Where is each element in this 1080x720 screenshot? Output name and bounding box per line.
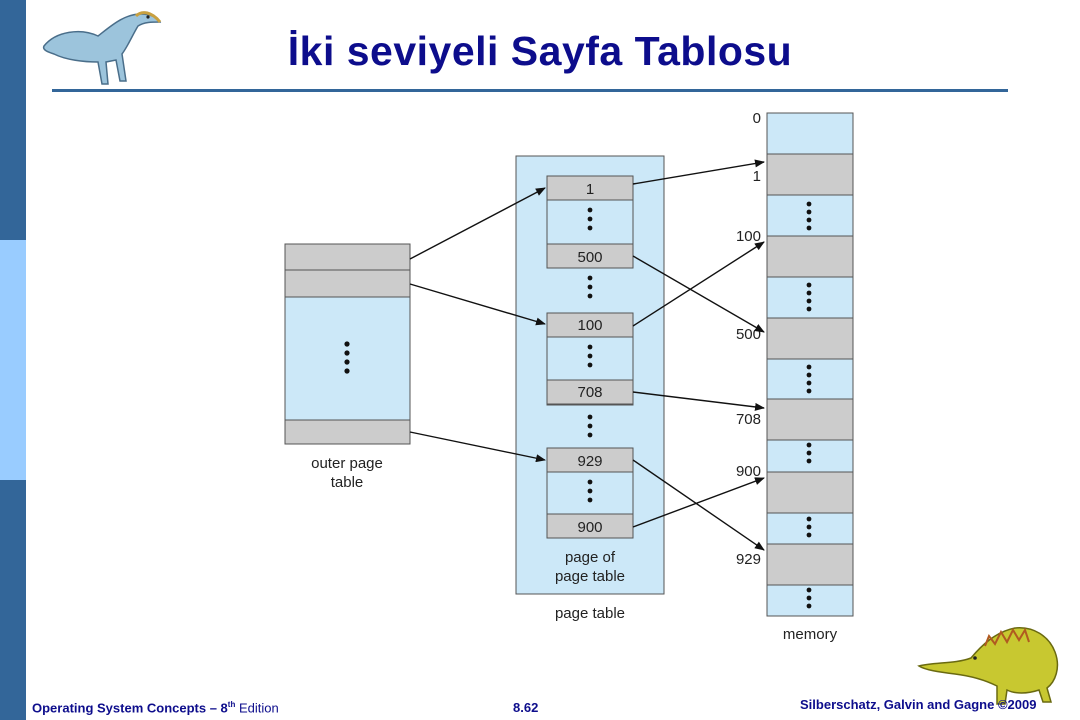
outer-ellipsis [344,341,350,374]
inner-entry-900: 900 [577,519,602,536]
footer-slide-number: 8.62 [513,700,539,715]
arrow-outer-to-page-b [409,283,546,326]
sidebar-light-segment [0,240,26,480]
memory-ellipses [806,201,812,609]
memory-address-100: 100 [736,228,761,245]
inner-page-b: 100 708 [546,312,634,406]
footer-copyright: Silberschatz, Galvin and Gagne ©2009 [800,697,1037,712]
memory-frame-100 [766,235,854,278]
memory-frame-708 [766,398,854,441]
inner-entry-100: 100 [577,317,602,334]
arrow-entry100-to-mem100 [632,241,765,327]
memory-label: memory [783,626,838,643]
memory-address-929: 929 [736,551,761,568]
arrow-outer-to-page-c [409,431,546,463]
outer-entry-last [284,419,411,445]
inner-page-label-line2: page table [555,568,625,585]
arrow-entry500-to-mem500 [632,255,765,333]
memory-address-1: 1 [753,168,761,185]
footer-book-title-tail: Edition [235,700,279,716]
arrow-entry708-to-mem708 [632,391,765,411]
arrow-entry929-to-mem929 [632,459,765,551]
page-table-label: page table [555,605,625,622]
memory-address-900: 900 [736,463,761,480]
memory-frame-500 [766,317,854,360]
ellipsis-between-b-c [587,414,593,438]
arrow-outer-to-page-a [409,187,546,260]
inner-page-label-line1: page of [565,549,616,566]
footer-book-title-sup: th [227,700,236,709]
outer-entry-1 [284,243,411,271]
inner-entry-500: 500 [577,249,602,266]
memory-column: memory [766,112,854,643]
inner-page-c: 929 900 [546,447,634,539]
outer-entry-2 [284,269,411,298]
outer-table-label-line1: outer page [311,455,383,472]
inner-entry-929: 929 [577,453,602,470]
footer-book-title: Operating System Concepts – 8th Edition [32,700,279,715]
dinosaur-logo-top [42,11,162,85]
title-underline [52,89,1008,92]
arrow-entry900-to-mem900 [632,477,765,528]
inner-page-a: 1 500 [546,175,634,269]
arrow-entry1-to-mem1 [632,159,765,185]
memory-frame-929 [766,543,854,586]
outer-page-table: outer page table [284,243,411,491]
memory-address-708: 708 [736,411,761,428]
inner-entry-1: 1 [586,181,594,198]
slide-title: İki seviyeli Sayfa Tablosu [287,28,793,74]
memory-frame-900 [766,471,854,514]
inner-entry-708: 708 [577,384,602,401]
memory-address-0: 0 [753,110,761,127]
slide-sidebar-bar [0,0,26,720]
footer-book-title-main: Operating System Concepts – 8 [32,700,228,716]
outer-table-label-line2: table [331,474,364,491]
ellipsis-between-a-b [587,275,593,299]
dinosaur-logo-bottom [917,627,1059,705]
memory-frame-1 [766,153,854,196]
